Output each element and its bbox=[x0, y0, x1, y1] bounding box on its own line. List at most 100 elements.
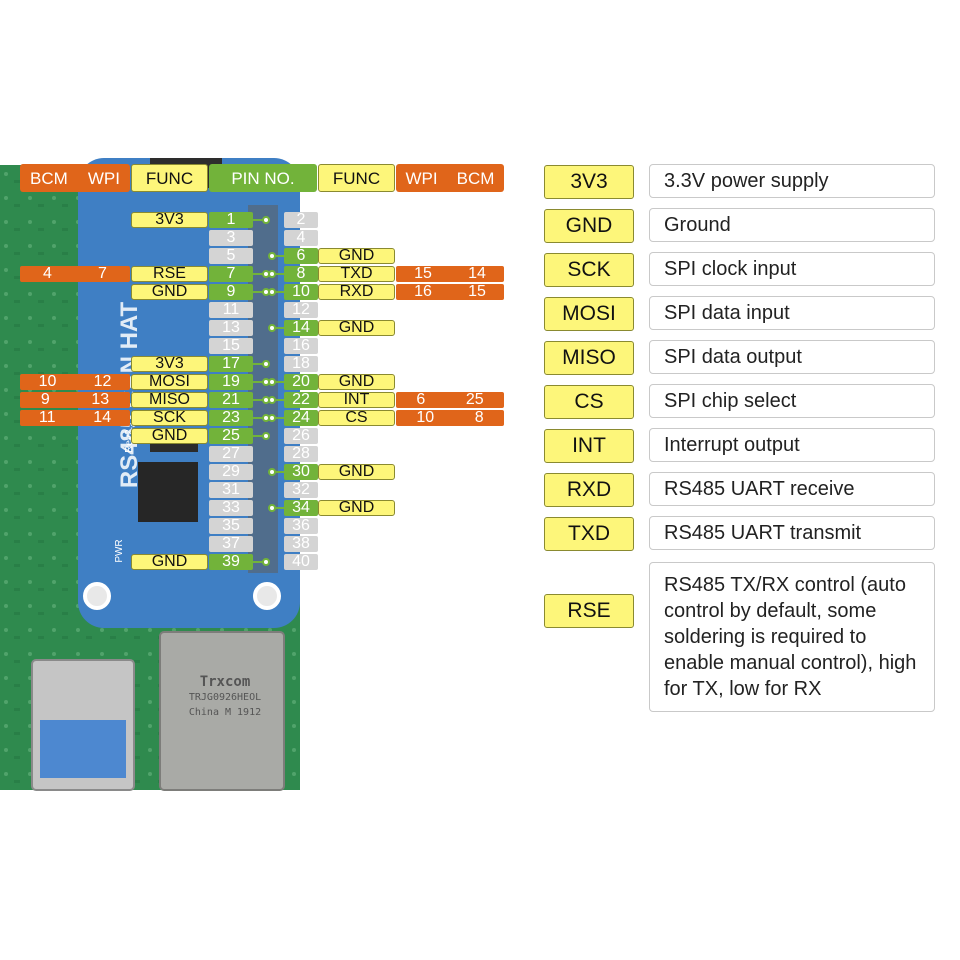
pin-11: 11 bbox=[209, 302, 253, 318]
pin-14: 14 bbox=[284, 320, 318, 336]
legend-desc-int: Interrupt output bbox=[649, 428, 935, 462]
pin-22-wpi: 6 bbox=[416, 391, 426, 408]
legend-term-txd: TXD bbox=[544, 517, 634, 551]
pin-24-wpi: 10 bbox=[416, 409, 435, 426]
pin-40: 40 bbox=[284, 554, 318, 570]
legend-term-mosi: MOSI bbox=[544, 297, 634, 331]
pin-5: 5 bbox=[209, 248, 253, 264]
pin-8-bcm: 14 bbox=[468, 265, 486, 282]
pin-6: 6 bbox=[284, 248, 318, 264]
pin-2: 2 bbox=[284, 212, 318, 228]
pin-21-bcm: 9 bbox=[40, 391, 50, 408]
pin-33: 33 bbox=[209, 500, 253, 516]
pin-23-bcm: 11 bbox=[38, 409, 56, 426]
pin-23-wpi: 14 bbox=[93, 409, 112, 426]
pin-26: 26 bbox=[284, 428, 318, 444]
pin-14-func: GND bbox=[318, 320, 395, 336]
pin-31: 31 bbox=[209, 482, 253, 498]
pin-9-func: GND bbox=[131, 284, 208, 300]
pin-20: 20 bbox=[284, 374, 318, 390]
header-bcm-left: BCM bbox=[30, 168, 68, 188]
legend-desc-cs: SPI chip select bbox=[649, 384, 935, 418]
pin-24-bcm: 8 bbox=[474, 409, 484, 426]
pin-22: 22 bbox=[284, 392, 318, 408]
ic-chip bbox=[138, 462, 198, 522]
legend-desc-sck: SPI clock input bbox=[649, 252, 935, 286]
pin-1: 1 bbox=[209, 212, 253, 228]
pin-19-bcm-wpi: 10 12 bbox=[20, 374, 130, 390]
pin-7-func: RSE bbox=[131, 266, 208, 282]
legend-term-int: INT bbox=[544, 429, 634, 463]
pin-8-wpi: 15 bbox=[414, 265, 432, 282]
legend-term-cs: CS bbox=[544, 385, 634, 419]
mounting-hole bbox=[253, 582, 281, 610]
pin-6-func: GND bbox=[318, 248, 395, 264]
pin-10: 10 bbox=[284, 284, 318, 300]
legend-desc-mosi: SPI data input bbox=[649, 296, 935, 330]
pin-22-wpi-bcm: 6 25 bbox=[396, 392, 504, 408]
pin-39-func: GND bbox=[131, 554, 208, 570]
pin-8: 8 bbox=[284, 266, 318, 282]
legend-desc-rxd: RS485 UART receive bbox=[649, 472, 935, 506]
pin-39: 39 bbox=[209, 554, 253, 570]
pin-19-bcm: 10 bbox=[38, 373, 57, 390]
pin-4: 4 bbox=[284, 230, 318, 246]
header-bcm-wpi-left: BCM WPI bbox=[20, 164, 130, 192]
pin-36: 36 bbox=[284, 518, 318, 534]
pin-23: 23 bbox=[209, 410, 253, 426]
legend-desc-miso: SPI data output bbox=[649, 340, 935, 374]
pin-10-bcm: 15 bbox=[468, 283, 486, 300]
pin-17: 17 bbox=[209, 356, 253, 372]
connector-text: Trxcom TRJG0926HEOL China M 1912 bbox=[170, 675, 280, 720]
pin-7-bcm: 4 bbox=[43, 265, 52, 282]
pin-12: 12 bbox=[284, 302, 318, 318]
pin-25: 25 bbox=[209, 428, 253, 444]
pin-1-func: 3V3 bbox=[131, 212, 208, 228]
ethernet-connector bbox=[159, 631, 285, 791]
pin-19-wpi: 12 bbox=[93, 373, 112, 390]
legend-term-gnd: GND bbox=[544, 209, 634, 243]
pin-22-bcm: 25 bbox=[465, 391, 484, 408]
pin-24-wpi-bcm: 10 8 bbox=[396, 410, 504, 426]
pin-20-func: GND bbox=[318, 374, 395, 390]
connector-origin: China M 1912 bbox=[188, 707, 262, 718]
pin-25-func: GND bbox=[131, 428, 208, 444]
pin-24-func: CS bbox=[318, 410, 395, 426]
pin-21: 21 bbox=[209, 392, 253, 408]
pin-24: 24 bbox=[284, 410, 318, 426]
pin-30: 30 bbox=[284, 464, 318, 480]
legend-desc-3v3: 3.3V power supply bbox=[649, 164, 935, 198]
pin-10-wpi: 16 bbox=[414, 283, 432, 300]
legend-term-miso: MISO bbox=[544, 341, 634, 375]
mounting-hole bbox=[83, 582, 111, 610]
pin-37: 37 bbox=[209, 536, 253, 552]
header-wpi-right: WPI bbox=[405, 168, 438, 188]
pin-29: 29 bbox=[209, 464, 253, 480]
header-pin-no: PIN NO. bbox=[209, 164, 317, 192]
pin-38: 38 bbox=[284, 536, 318, 552]
pin-7-wpi: 7 bbox=[98, 265, 107, 282]
header-wpi-bcm-right: WPI BCM bbox=[396, 164, 504, 192]
pin-34: 34 bbox=[284, 500, 318, 516]
pin-21-bcm-wpi: 9 13 bbox=[20, 392, 130, 408]
legend-desc-txd: RS485 UART transmit bbox=[649, 516, 935, 550]
pin-9: 9 bbox=[209, 284, 253, 300]
pin-23-func: SCK bbox=[131, 410, 208, 426]
pin-17-func: 3V3 bbox=[131, 356, 208, 372]
legend-term-sck: SCK bbox=[544, 253, 634, 287]
pin-21-wpi: 13 bbox=[91, 391, 110, 408]
pin-28: 28 bbox=[284, 446, 318, 462]
header-func-left: FUNC bbox=[131, 164, 208, 192]
header-wpi-left: WPI bbox=[87, 168, 120, 188]
pin-18: 18 bbox=[284, 356, 318, 372]
pwr-label: PWR bbox=[114, 539, 125, 563]
legend-desc-gnd: Ground bbox=[649, 208, 935, 242]
pin-23-bcm-wpi: 11 14 bbox=[20, 410, 130, 426]
pin-30-func: GND bbox=[318, 464, 395, 480]
pin-13: 13 bbox=[209, 320, 253, 336]
legend-term-rse: RSE bbox=[544, 594, 634, 628]
pin-10-func: RXD bbox=[318, 284, 395, 300]
legend-term-3v3: 3V3 bbox=[544, 165, 634, 199]
